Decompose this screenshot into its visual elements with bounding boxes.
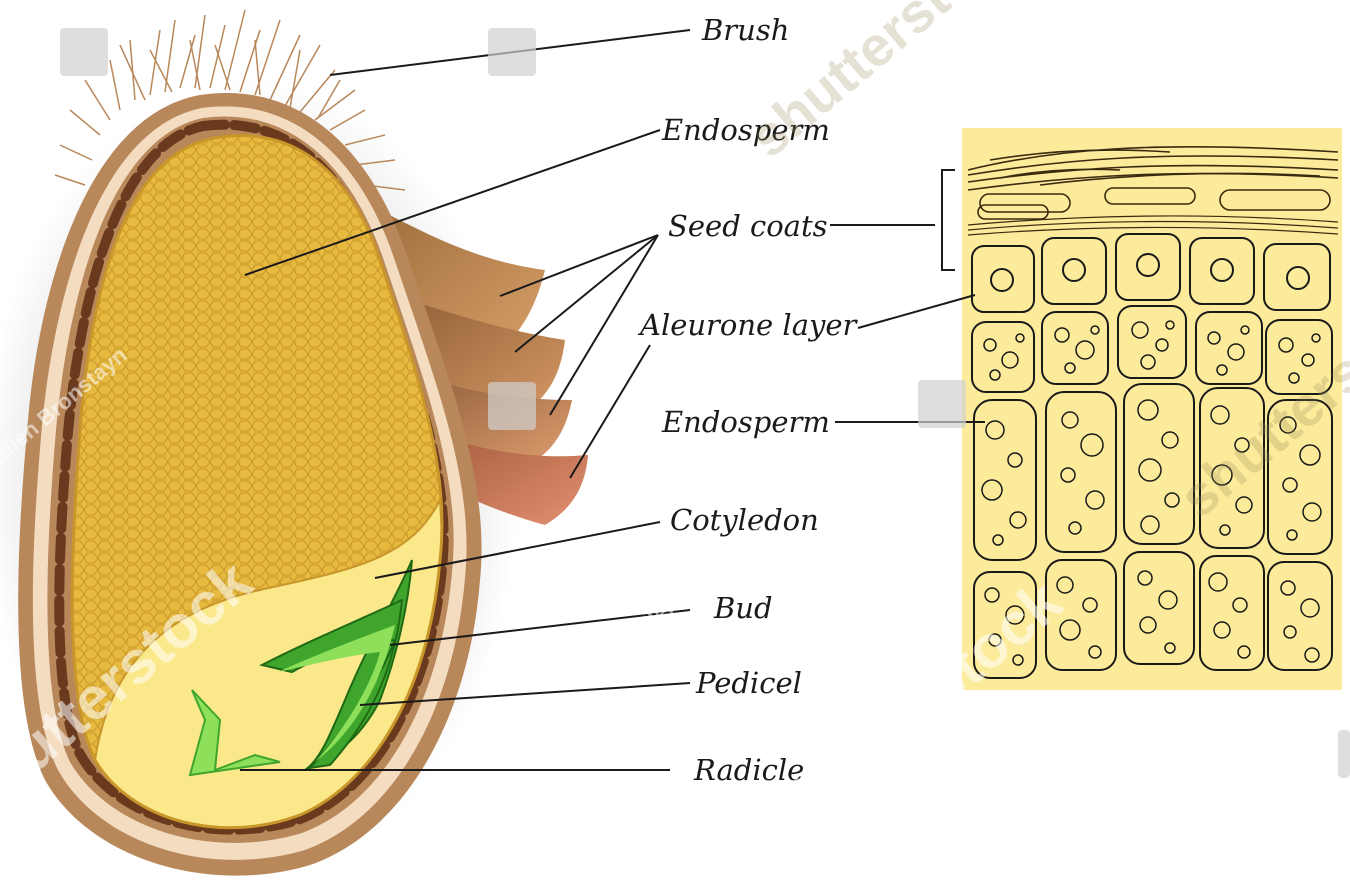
label-seed-coats: Seed coats <box>668 209 828 243</box>
leader-seed-coat-1 <box>500 235 658 296</box>
watermark-logo-square <box>918 380 966 428</box>
label-bud: Bud <box>713 591 773 625</box>
watermark-brand-center: shutterstock <box>755 567 1074 850</box>
label-brush: Brush <box>701 13 789 47</box>
leader-aleurone-left <box>570 345 650 478</box>
watermark-logo-square <box>488 28 536 76</box>
label-aleurone-layer: Aleurone layer <box>637 308 859 342</box>
watermark-logo-square <box>1338 730 1350 778</box>
seed-coat-bracket <box>942 170 955 270</box>
leader-aleurone-right <box>858 295 975 328</box>
watermark-logo-square <box>60 28 108 76</box>
label-endosperm-right: Endosperm <box>661 405 830 439</box>
watermark-logo-square <box>488 382 536 430</box>
label-pedicel: Pedicel <box>695 666 802 700</box>
